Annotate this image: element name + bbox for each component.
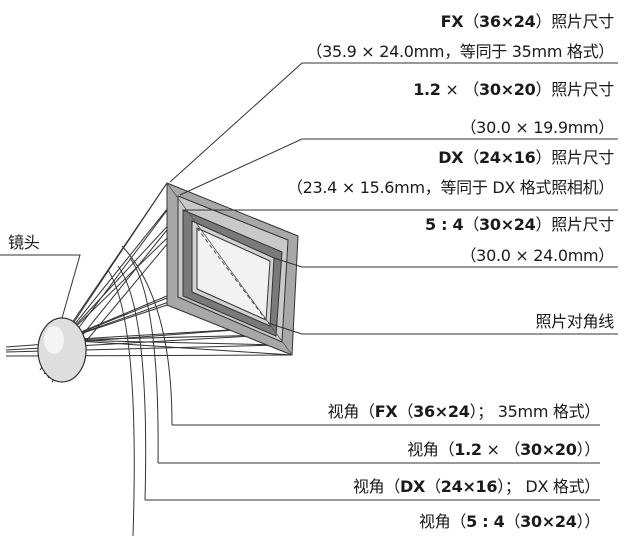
lens-icon [37, 317, 87, 383]
fx-angle-label: 视角（FX（36×24）； 35mm 格式） [327, 402, 601, 421]
r54-angle-label: 视角（5 : 4（30×24）） [419, 512, 600, 531]
fx-format-detail: （35.9 × 24.0mm，等同于 35mm 格式） [306, 42, 614, 61]
r12-name: 1.2 [413, 80, 441, 99]
fx-format-label: FX（36×24）照片尺寸 [440, 12, 615, 31]
lens-label: 镜头 [8, 233, 40, 252]
dx-angle-label: 视角（DX（24×16）； DX 格式） [352, 477, 600, 496]
dx-size: 24×16 [479, 148, 536, 167]
r54-size: 30×24 [479, 215, 536, 234]
r12-size: 30×20 [479, 80, 536, 99]
r12-format-label: 1.2 × （30×20）照片尺寸 [413, 80, 614, 99]
photo-diagonal [196, 227, 267, 321]
diagonal-label: 照片对角线 [535, 312, 614, 331]
leader-lines [0, 62, 618, 501]
dx-format-label: DX（24×16）照片尺寸 [438, 148, 614, 167]
r54-format-detail: （30.0 × 24.0mm） [460, 246, 614, 265]
dx-name: DX [438, 148, 464, 167]
dx-format-detail: （23.4 × 15.6mm，等同于 DX 格式照相机） [286, 178, 614, 197]
r12-format-detail: （30.0 × 19.9mm） [460, 118, 614, 137]
r12-angle-label: 视角（1.2 × （30×20）） [407, 440, 600, 459]
sensor-frames [166, 182, 299, 356]
fx-size: 36×24 [479, 12, 536, 31]
r54-name: 5 : 4 [425, 215, 464, 234]
fx-name: FX [440, 12, 464, 31]
angle-arcs [107, 245, 173, 537]
r54-format-label: 5 : 4（30×24）照片尺寸 [425, 215, 614, 234]
